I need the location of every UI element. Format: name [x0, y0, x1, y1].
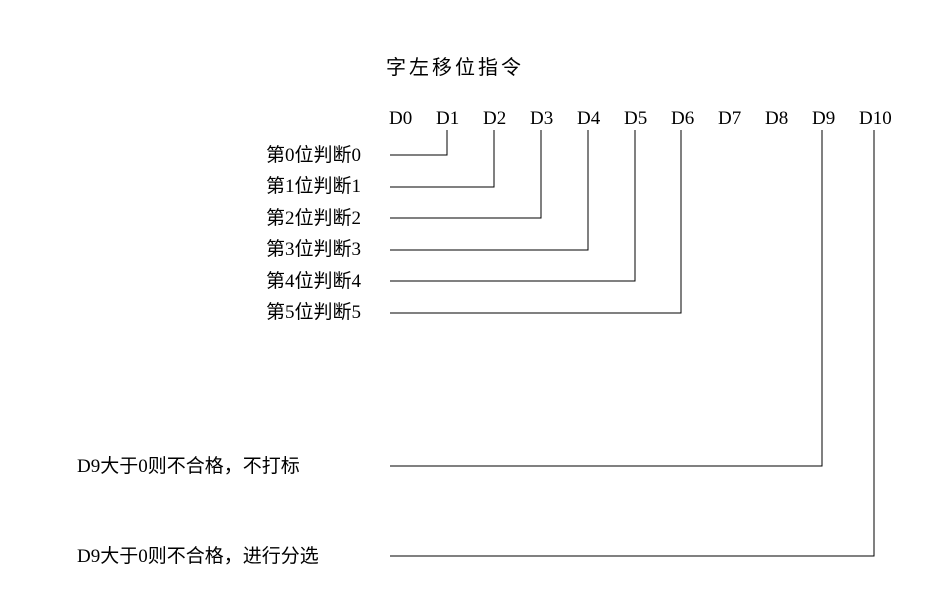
- register-row: D0 D1 D2 D3 D4 D5 D6 D7 D8 D9 D10: [389, 108, 906, 130]
- connector-result2-d10: [390, 130, 875, 557]
- register-label: D0: [389, 108, 413, 129]
- result-label: D9大于0则不合格，不打标: [77, 456, 300, 477]
- register-label: D6: [671, 108, 695, 129]
- register-label: D4: [577, 108, 601, 129]
- bit-judgment-label: 第0位判断0: [266, 145, 362, 166]
- register-label: D5: [624, 108, 648, 129]
- bit-judgment-label: 第1位判断1: [266, 176, 362, 197]
- connector-bit2-d3: [390, 130, 542, 219]
- bit-judgment-label: 第4位判断4: [266, 271, 362, 292]
- register-label: D3: [530, 108, 554, 129]
- connector-bit1-d2: [390, 130, 495, 188]
- bit-judgment-label: 第3位判断3: [266, 239, 362, 260]
- connector-bit3-d4: [390, 130, 589, 251]
- bit-judgment-label: 第2位判断2: [266, 208, 362, 229]
- connector-bit0-d1: [390, 130, 448, 156]
- register-label: D9: [812, 108, 836, 129]
- connector-bit5-d6: [390, 130, 682, 314]
- register-label: D7: [718, 108, 742, 129]
- connector-bit4-d5: [390, 130, 636, 282]
- register-label: D1: [436, 108, 460, 129]
- bit-judgment-label: 第5位判断5: [266, 302, 362, 323]
- register-label: D10: [859, 108, 892, 129]
- register-label: D8: [765, 108, 789, 129]
- connector-result1-d9: [390, 130, 823, 467]
- diagram-title: 字左移位指令: [386, 57, 524, 79]
- result-label: D9大于0则不合格，进行分选: [77, 546, 319, 567]
- register-label: D2: [483, 108, 507, 129]
